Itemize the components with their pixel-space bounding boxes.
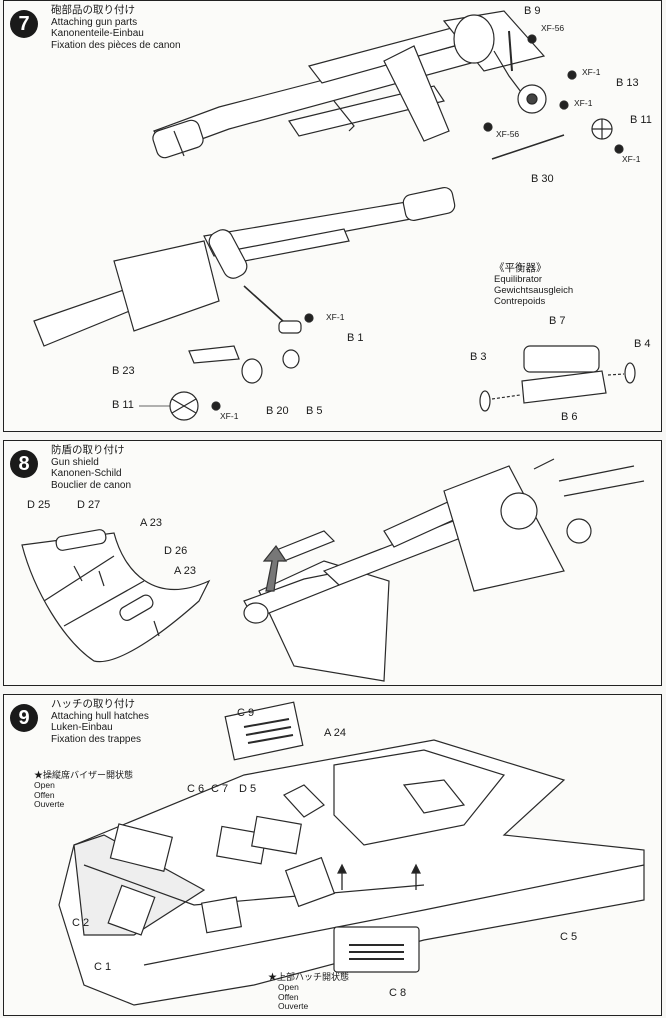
part-label: A 24: [324, 727, 347, 739]
paint-label: XF-1: [622, 154, 641, 164]
note-fr: Ouverte: [278, 1001, 309, 1012]
visor-open-note: ★操縦席バイザー開状態 Open Offen Ouverte: [34, 770, 134, 810]
title-fr: Bouclier de canon: [51, 479, 132, 491]
part-label: B 4: [634, 338, 651, 350]
title-en: Attaching gun parts: [51, 16, 138, 28]
note-de: Offen: [278, 991, 299, 1002]
title-fr: Fixation des pièces de canon: [51, 39, 181, 51]
note-jp: ★操縦席バイザー開状態: [34, 770, 134, 780]
part-label: D 26: [164, 545, 188, 557]
part-label: C 2: [72, 917, 90, 929]
title-fr: Contrepoids: [494, 296, 546, 307]
part-label: D 25: [27, 499, 51, 511]
title-en: Equilibrator: [494, 274, 543, 285]
step-title: ハッチの取り付け Attaching hull hatches Luken-Ei…: [51, 698, 149, 745]
paint-label: XF-1: [582, 67, 601, 77]
paint-label: XF-1: [574, 98, 593, 108]
title-jp: ハッチの取り付け: [51, 698, 135, 710]
part-label: C 1: [94, 961, 112, 973]
part-label: B 23: [112, 365, 135, 377]
part-label: B 13: [616, 77, 639, 89]
step-7-panel: 7 砲部品の取り付け Attaching gun parts Kanonente…: [3, 0, 662, 432]
step-number-badge: 7: [10, 10, 38, 38]
title-fr: Fixation des trappes: [51, 733, 142, 745]
part-label: B 9: [524, 5, 541, 17]
title-en: Gun shield: [51, 456, 99, 468]
part-label: C 9: [237, 707, 255, 719]
part-label: B 6: [561, 411, 578, 423]
part-label: B 11: [630, 114, 652, 126]
equilibrator-title: 《平衡器》 Equilibrator Gewichtsausgleich Con…: [494, 262, 574, 308]
gun-shield-illustration: [4, 441, 660, 685]
note-jp: ★上部ハッチ開状態: [268, 972, 350, 982]
hull-hatches-illustration: [4, 695, 660, 1015]
title-en: Attaching hull hatches: [51, 710, 149, 722]
note-en: Open: [34, 779, 55, 790]
part-label: B 5: [306, 405, 323, 417]
part-label: C 7: [211, 783, 229, 795]
hatch-open-note: ★上部ハッチ開状態 Open Offen Ouverte: [268, 972, 350, 1012]
paint-label: XF-56: [541, 23, 565, 33]
title-de: Luken-Einbau: [51, 722, 113, 733]
part-label: D 27: [77, 499, 101, 511]
note-de: Offen: [34, 789, 55, 800]
paint-label: XF-1: [220, 411, 239, 421]
title-de: Gewichtsausgleich: [494, 285, 574, 296]
part-label: B 3: [470, 351, 487, 363]
step-number-badge: 9: [10, 704, 38, 732]
step-9-panel: 9 ハッチの取り付け Attaching hull hatches Luken-…: [3, 694, 662, 1016]
note-en: Open: [278, 981, 299, 992]
step-number-badge: 8: [10, 450, 38, 478]
step-8-panel: 8 防盾の取り付け Gun shield Kanonen-Schild Bouc…: [3, 440, 662, 686]
part-label: C 6: [187, 783, 205, 795]
part-label: B 20: [266, 405, 289, 417]
part-label: B 11: [112, 399, 134, 411]
title-de: Kanonenteile-Einbau: [51, 28, 144, 39]
paint-label: XF-56: [496, 129, 520, 139]
title-jp: 《平衡器》: [494, 262, 547, 274]
title-jp: 防盾の取り付け: [51, 444, 125, 456]
part-label: B 30: [531, 173, 554, 185]
note-fr: Ouverte: [34, 799, 65, 810]
part-label: C 8: [389, 987, 407, 999]
step-title: 防盾の取り付け Gun shield Kanonen-Schild Boucli…: [51, 444, 132, 491]
part-label: B 1: [347, 332, 364, 344]
step-title: 砲部品の取り付け Attaching gun parts Kanonenteil…: [51, 4, 181, 51]
title-jp: 砲部品の取り付け: [51, 4, 135, 16]
part-label: A 23: [174, 565, 197, 577]
title-de: Kanonen-Schild: [51, 468, 122, 479]
part-label: B 7: [549, 315, 566, 327]
part-label: C 5: [560, 931, 578, 943]
paint-label: XF-1: [326, 312, 345, 322]
part-label: D 5: [239, 783, 257, 795]
part-label: A 23: [140, 517, 163, 529]
gun-parts-illustration: [4, 1, 660, 431]
